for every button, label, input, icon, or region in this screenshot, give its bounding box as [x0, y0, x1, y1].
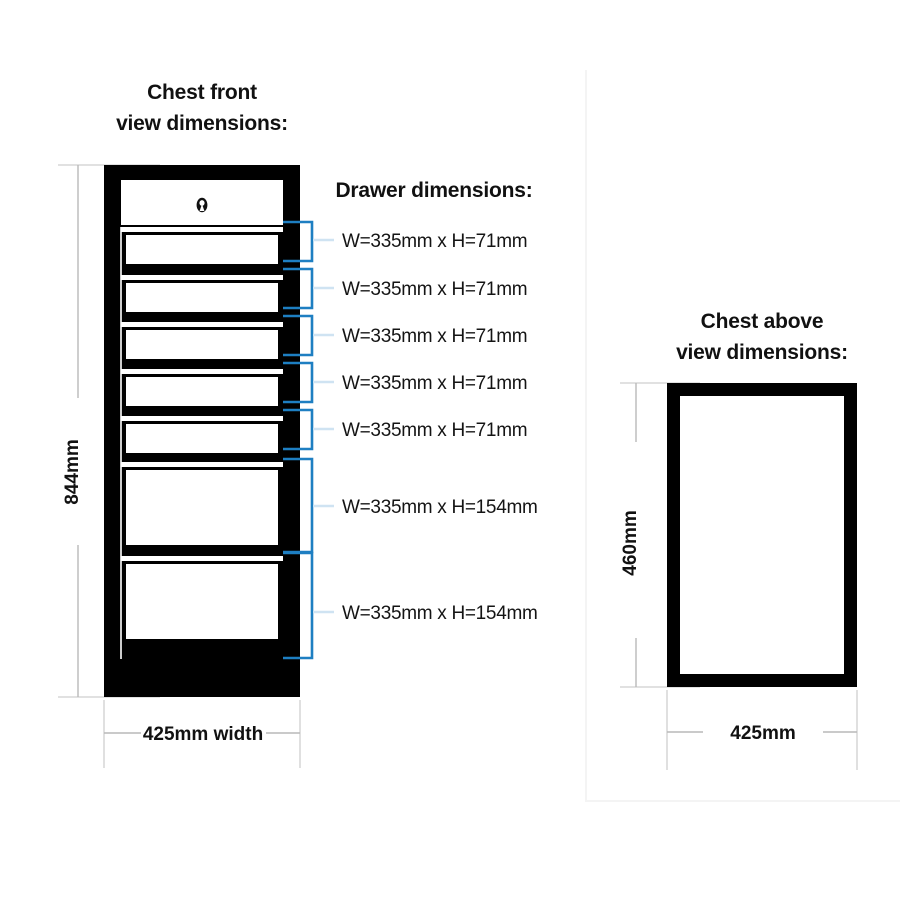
top-view-title-line2: view dimensions:	[676, 341, 848, 364]
drawer-7-pull-strip	[121, 556, 283, 561]
drawer-2-pull-strip	[121, 275, 283, 280]
drawer-4-pull-strip	[121, 369, 283, 374]
drawer-5-pull-strip	[121, 416, 283, 421]
drawer-1-pull-strip	[121, 227, 283, 232]
drawer-callout-label-3: W=335mm x H=71mm	[342, 326, 527, 347]
depth-dimension-460mm: 460mm	[620, 382, 700, 688]
width-dimension-425mm: 425mm width	[103, 700, 301, 768]
drawer-face-6	[121, 462, 283, 545]
drawer-face-2	[121, 275, 283, 312]
drawer-7-face	[126, 564, 278, 639]
chest-top-view-body	[667, 383, 857, 687]
drawer-4-face	[126, 377, 278, 406]
left-panel-front-view: Chest front view dimensions: 844mm	[58, 81, 301, 768]
drawer-dimensions-section: Drawer dimensions: W=335mm x H=71mm W=33…	[283, 179, 538, 660]
keyhole-icon	[196, 197, 208, 213]
width-dimension-label: 425mm width	[143, 724, 263, 745]
drawer-face-5	[121, 416, 283, 453]
drawer-callout-1: W=335mm x H=71mm	[283, 220, 528, 263]
drawer-3-face	[126, 330, 278, 359]
chest-front-body	[104, 165, 300, 697]
right-panel-top-view: Chest above view dimensions: 460mm	[620, 310, 858, 770]
drawer-callout-bracket-1	[283, 220, 314, 263]
drawer-callout-bracket-5	[283, 408, 314, 451]
drawer-callout-bracket-4	[283, 361, 314, 404]
drawer-dimensions-title: Drawer dimensions:	[335, 179, 532, 202]
drawer-callout-label-2: W=335mm x H=71mm	[342, 279, 527, 300]
drawer-face-4	[121, 369, 283, 406]
drawer-callout-5: W=335mm x H=71mm	[283, 408, 528, 451]
depth-dimension-label: 460mm	[620, 510, 641, 576]
drawer-face-7	[121, 556, 283, 639]
drawer-3-pull-strip	[121, 322, 283, 327]
drawer-callout-label-4: W=335mm x H=71mm	[342, 373, 527, 394]
drawer-callout-label-1: W=335mm x H=71mm	[342, 231, 527, 252]
drawer-2-face	[126, 283, 278, 312]
top-view-inner-cavity	[680, 396, 844, 674]
front-view-title-line2: view dimensions:	[116, 112, 288, 135]
top-view-title-line1: Chest above	[701, 310, 824, 333]
drawer-5-face	[126, 424, 278, 453]
drawer-callout-bracket-3	[283, 314, 314, 357]
drawer-callout-7: W=335mm x H=154mm	[283, 551, 538, 660]
drawer-callout-label-6: W=335mm x H=154mm	[342, 497, 538, 518]
drawer-callout-bracket-2	[283, 267, 314, 310]
drawer-1-face	[126, 235, 278, 264]
drawer-callout-bracket-7	[283, 551, 314, 660]
drawer-6-face	[126, 470, 278, 545]
drawer-callout-3: W=335mm x H=71mm	[283, 314, 528, 357]
drawer-face-3	[121, 322, 283, 359]
front-view-title-line1: Chest front	[147, 81, 257, 104]
drawer-callout-label-7: W=335mm x H=154mm	[342, 603, 538, 624]
drawer-callout-2: W=335mm x H=71mm	[283, 267, 528, 310]
top-view-width-dimension-425mm: 425mm	[666, 690, 858, 770]
drawer-face-1	[121, 227, 283, 264]
height-dimension-label: 844mm	[62, 439, 83, 505]
drawer-callout-4: W=335mm x H=71mm	[283, 361, 528, 404]
drawer-callout-label-5: W=335mm x H=71mm	[342, 420, 527, 441]
top-view-width-label: 425mm	[730, 723, 796, 744]
drawer-6-pull-strip	[121, 462, 283, 467]
